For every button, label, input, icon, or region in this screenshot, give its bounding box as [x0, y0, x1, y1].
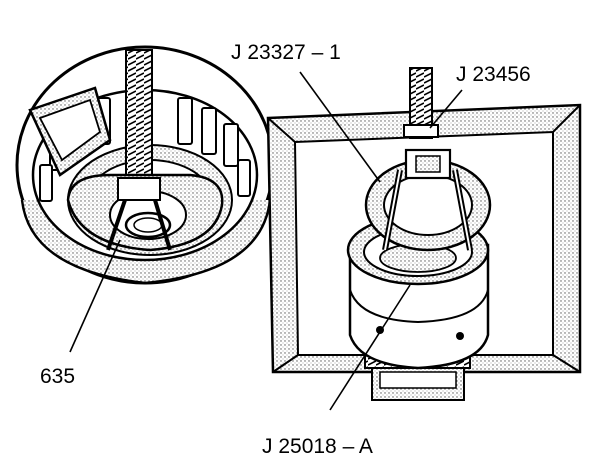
label-j23456: J 23456 [456, 63, 531, 86]
leader-j23456 [429, 89, 463, 129]
inset-detail-view [15, 45, 275, 285]
leader-lines [69, 71, 463, 411]
label-j23327-1: J 23327 – 1 [231, 41, 341, 64]
label-j25018-a: J 25018 – A [262, 435, 373, 458]
spring-compressor [364, 148, 492, 252]
leader-635 [69, 239, 121, 353]
label-635: 635 [40, 365, 76, 388]
leader-j23327-1 [299, 71, 381, 183]
leader-j25018-a [329, 284, 411, 411]
